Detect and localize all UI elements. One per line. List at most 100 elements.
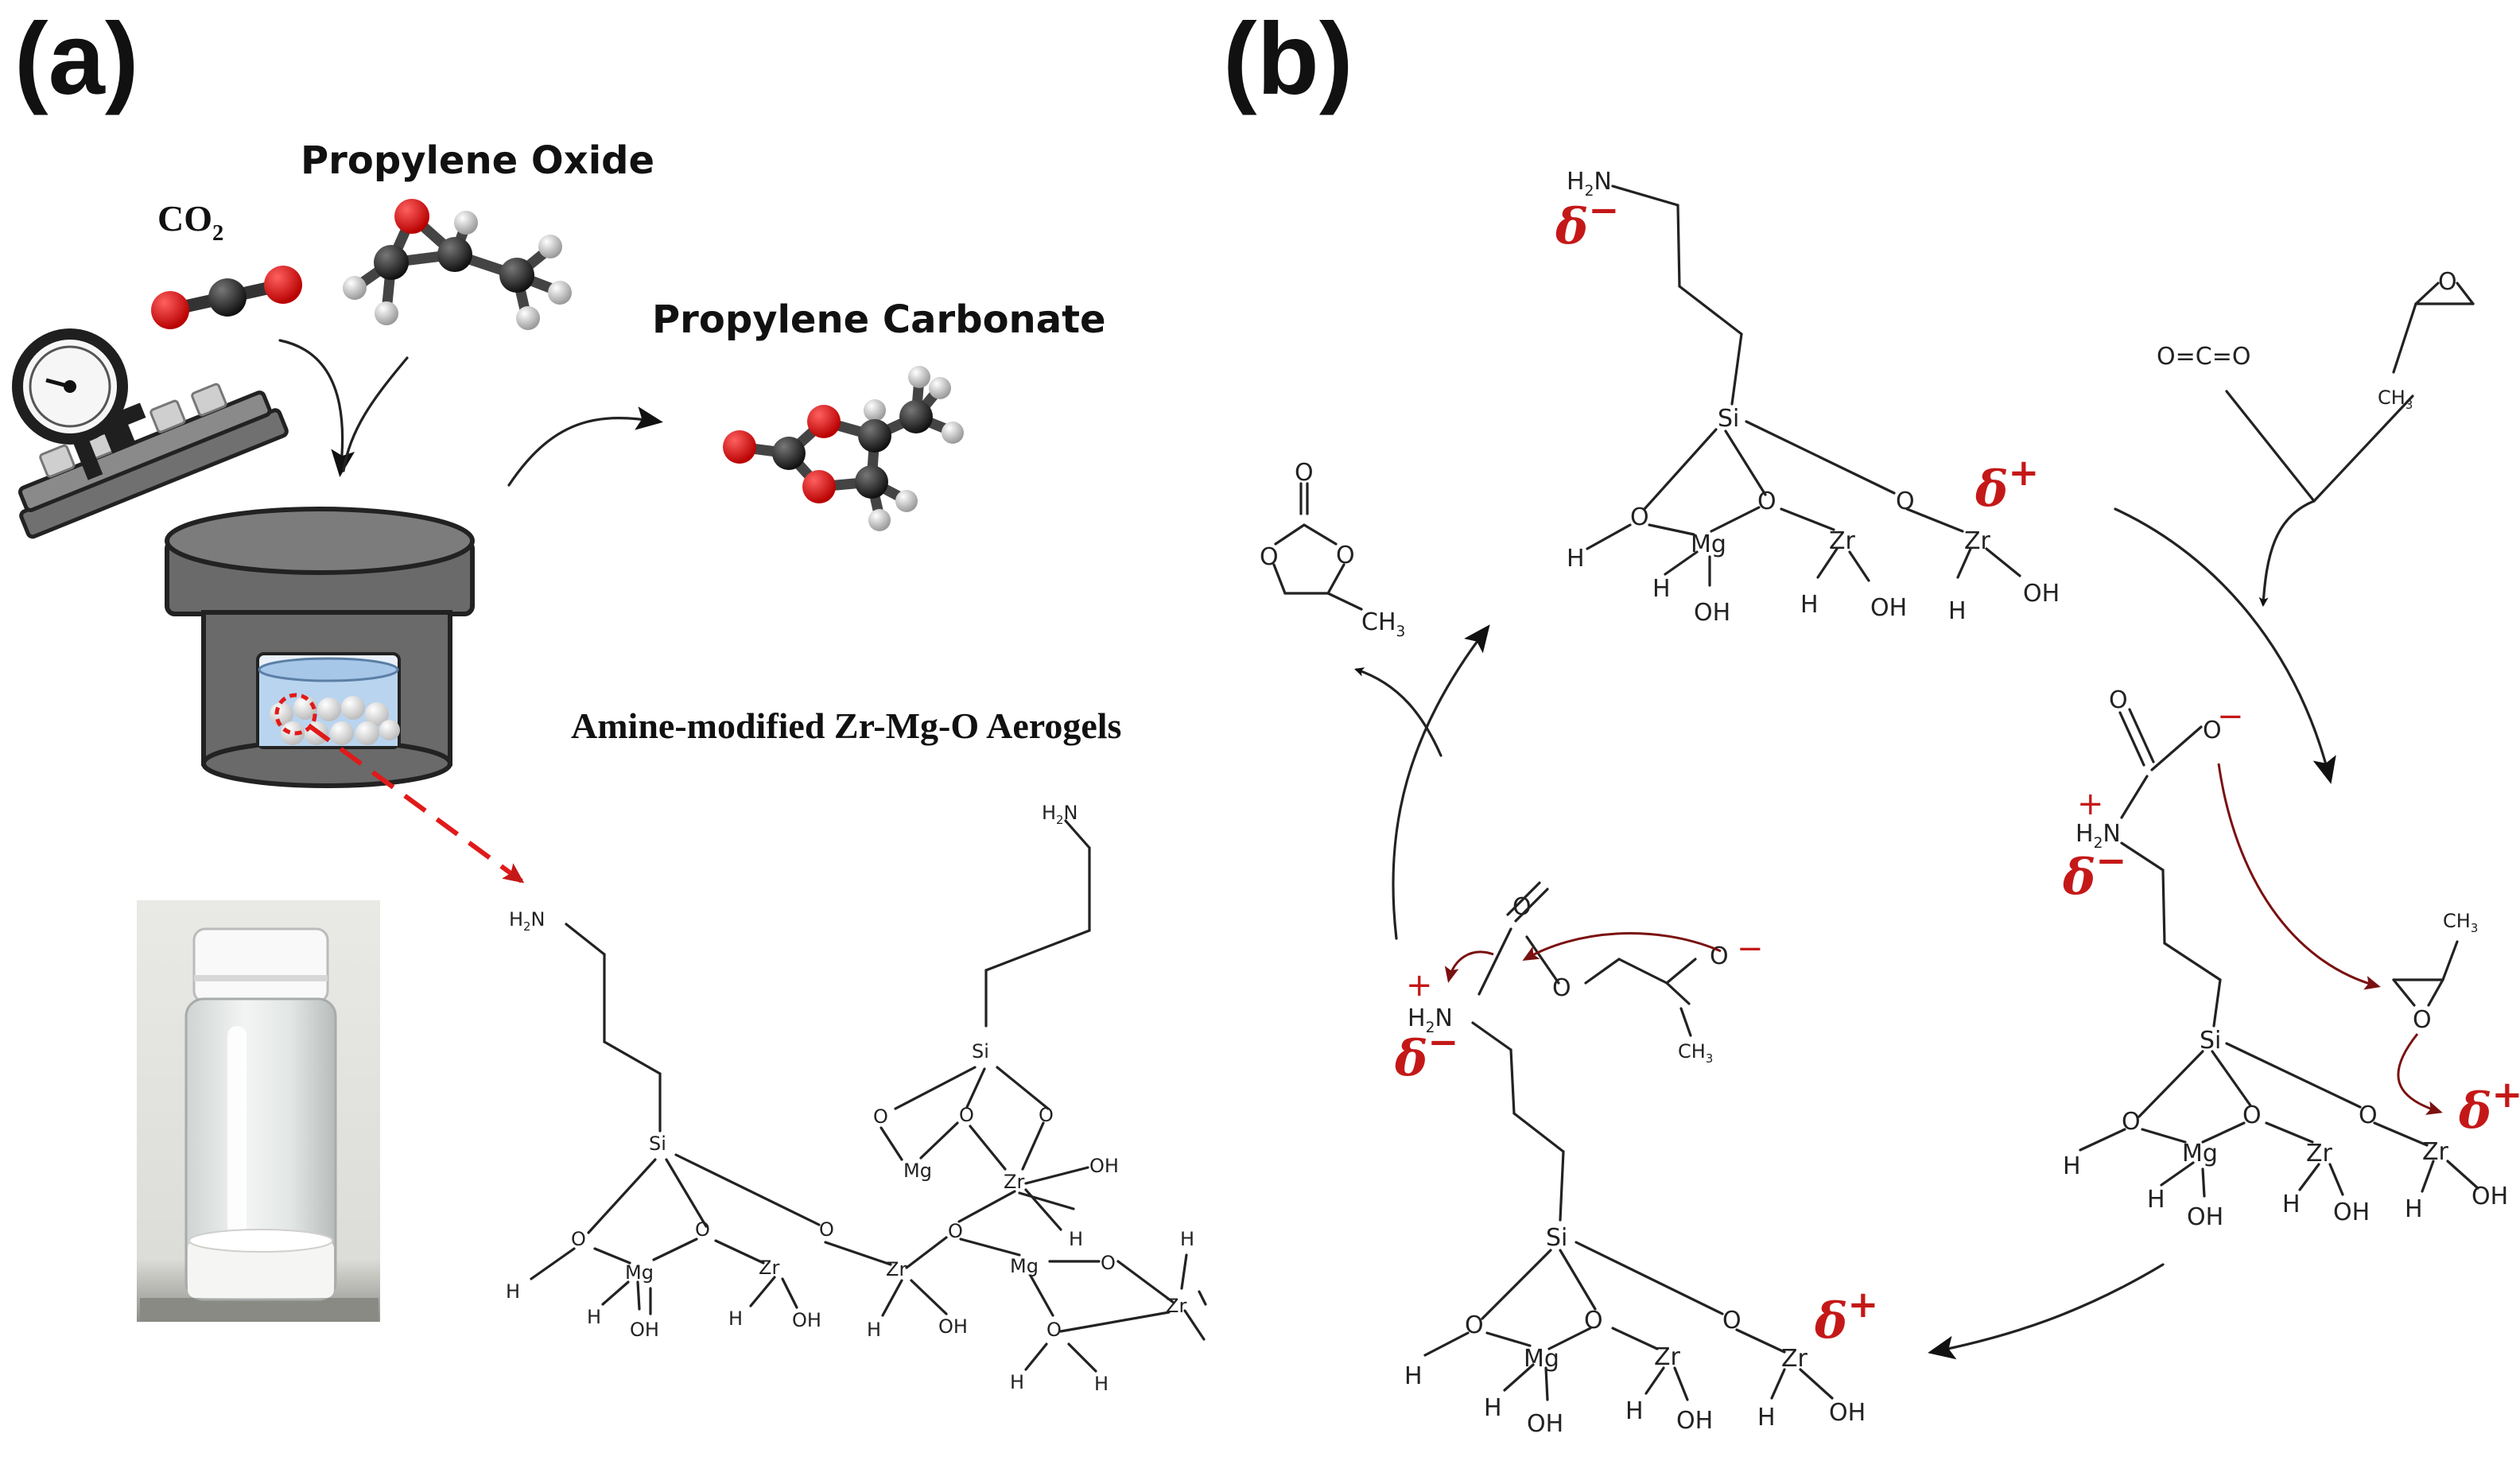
carbamate-minus: − (2217, 698, 2244, 735)
svg-text:H: H (1757, 1404, 1776, 1432)
svg-text:H: H (1404, 1362, 1423, 1390)
svg-text:H: H (506, 1280, 520, 1303)
propylene-oxide-skeletal: O CH3 (2378, 268, 2475, 412)
panel-b: O=C=O O CH3 O O O CH3 (1260, 168, 2520, 1438)
svg-text:OH: OH (938, 1315, 968, 1338)
delta-plus-right: δ+ (2458, 1072, 2520, 1140)
svg-text:OH: OH (1527, 1410, 1563, 1438)
svg-text:Zr: Zr (1166, 1295, 1186, 1317)
propylene-carbonate-skeletal: O O O CH3 (1260, 459, 1405, 640)
methyl-small: CH3 (1678, 1040, 1713, 1066)
catalyst-right: O O H2N Si O O O Mg Zr Zr H H OH H OH H … (2062, 686, 2520, 1231)
svg-text:H: H (2405, 1195, 2423, 1223)
svg-text:O: O (2122, 1108, 2141, 1136)
svg-text:H: H (1652, 575, 1671, 603)
svg-text:H2N: H2N (2075, 820, 2121, 852)
svg-text:H2N: H2N (1408, 1004, 1453, 1036)
svg-text:Si: Si (1718, 405, 1739, 433)
svg-text:O: O (1896, 488, 1915, 515)
svg-text:CH3: CH3 (1361, 608, 1405, 640)
svg-text:H: H (1948, 597, 1967, 625)
svg-text:O: O (2359, 1101, 2378, 1129)
svg-text:H2N: H2N (1042, 802, 1078, 827)
svg-text:OH: OH (1829, 1399, 1866, 1427)
delta-minus-top: δ− (1555, 188, 1619, 255)
svg-text:O: O (1722, 1307, 1741, 1335)
svg-text:Mg: Mg (625, 1261, 654, 1284)
svg-text:Zr: Zr (1004, 1171, 1024, 1193)
svg-text:CH3: CH3 (2443, 910, 2478, 935)
panel-label-b: (b) (1223, 2, 1353, 116)
svg-text:Si: Si (649, 1133, 666, 1155)
svg-text:H2N: H2N (1567, 168, 1612, 200)
product-release-arrow (1354, 667, 1442, 757)
svg-text:O: O (1630, 503, 1649, 531)
svg-text:O: O (1260, 543, 1279, 571)
zoom-dashed-arrow (307, 723, 525, 884)
svg-text:O: O (571, 1228, 586, 1250)
svg-text:O: O (2203, 717, 2222, 744)
svg-text:O: O (819, 1218, 834, 1241)
svg-text:Zr: Zr (1781, 1345, 1808, 1373)
delta-minus-right: δ− (2062, 838, 2126, 906)
svg-text:Zr: Zr (1964, 527, 1991, 555)
reactor-vessel (12, 328, 475, 788)
svg-text:H: H (1484, 1394, 1502, 1422)
svg-text:H: H (1625, 1397, 1644, 1425)
svg-text:H: H (1069, 1228, 1083, 1250)
svg-text:O: O (1101, 1252, 1116, 1274)
svg-text:OH: OH (2471, 1183, 2508, 1210)
svg-text:O: O (1295, 459, 1314, 487)
delta-plus-bottom: δ+ (1814, 1282, 1878, 1350)
svg-text:H: H (1800, 591, 1819, 619)
svg-text:Zr: Zr (1829, 527, 1856, 555)
svg-text:O: O (948, 1220, 963, 1242)
svg-text:OH: OH (1089, 1155, 1119, 1177)
svg-text:O: O (959, 1104, 974, 1126)
svg-text:Mg: Mg (1010, 1255, 1039, 1277)
svg-text:O: O (873, 1105, 888, 1128)
svg-text:H2N: H2N (509, 908, 545, 934)
svg-text:OH: OH (1870, 594, 1907, 622)
svg-text:H: H (587, 1306, 601, 1328)
svg-text:O: O (1046, 1319, 1062, 1341)
catalyst-top: H2N Si O O O Mg Zr Zr H H OH H OH H OH δ… (1555, 168, 2060, 627)
cycle-arrow-bottom (1928, 1263, 2165, 1360)
svg-text:O: O (1336, 542, 1355, 569)
svg-text:O: O (1465, 1311, 1484, 1339)
delta-plus-top: δ+ (1974, 450, 2039, 518)
co2-inlet-arrow (278, 339, 355, 477)
pressure-gauge-icon (12, 328, 128, 480)
alkoxide-minus: − (1737, 931, 1764, 967)
svg-text:H: H (2282, 1191, 2301, 1218)
svg-text:OH: OH (792, 1309, 821, 1331)
panel-a: CO2 Propylene Oxide Propylene Carbonate … (12, 138, 1207, 1395)
svg-text:Zr: Zr (2306, 1140, 2333, 1168)
svg-text:Zr: Zr (1654, 1343, 1681, 1371)
propylene-oxide-molecule (343, 199, 572, 330)
svg-text:Mg: Mg (903, 1160, 932, 1182)
svg-text:O: O (2242, 1101, 2262, 1129)
svg-text:O: O (695, 1218, 710, 1241)
svg-text:O: O (1584, 1307, 1603, 1335)
propylene-carbonate-label: Propylene Carbonate (652, 297, 1106, 342)
co2-formula: O=C=O (2157, 343, 2250, 371)
svg-text:OH: OH (2333, 1199, 2370, 1226)
co2-label: CO2 (157, 198, 223, 246)
ammonium-plus-right: + (2077, 786, 2104, 822)
svg-text:Mg: Mg (2182, 1140, 2218, 1168)
svg-text:H: H (1094, 1373, 1109, 1395)
catalyst-bottom: O O O H2N Si O O O Mg Zr Zr H H OH H OH … (1394, 881, 1878, 1438)
svg-text:H: H (728, 1307, 743, 1330)
propylene-oxide-label: Propylene Oxide (301, 138, 654, 183)
svg-text:H: H (2147, 1186, 2165, 1214)
svg-text:Si: Si (1546, 1224, 1567, 1252)
svg-text:H: H (867, 1319, 881, 1341)
reactant-merge (2225, 390, 2414, 607)
svg-text:O: O (1512, 893, 1532, 921)
svg-text:OH: OH (1694, 599, 1730, 627)
co2-molecule (151, 266, 302, 329)
svg-text:Mg: Mg (1524, 1345, 1559, 1373)
highlight-circle (274, 693, 317, 736)
svg-text:O: O (1552, 974, 1571, 1002)
